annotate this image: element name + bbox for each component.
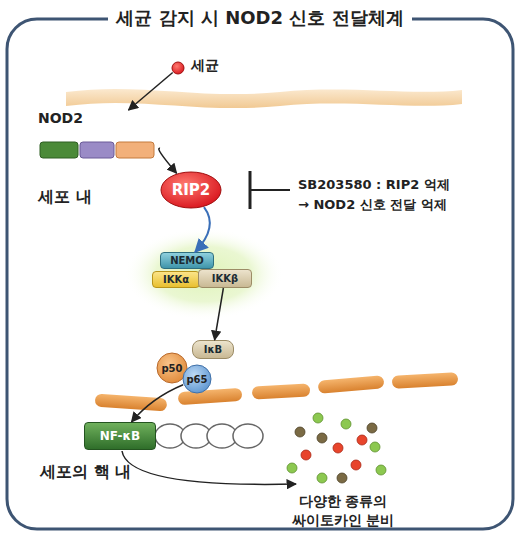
connector-arrow: [195, 207, 210, 252]
inhibitor-line: [250, 189, 290, 191]
diagram-title: 세균 감지 시 NOD2 신호 전달체계: [108, 7, 411, 28]
nod2-domain: [116, 142, 154, 158]
nuclear-membrane: [95, 372, 459, 411]
node-label: IKKα: [163, 274, 189, 285]
node-label: p65: [186, 374, 207, 385]
shape-fill: [183, 365, 211, 393]
protein-box: IKKβ: [198, 269, 252, 288]
connector-arrow: [129, 73, 173, 111]
ikk-glow: [124, 228, 284, 320]
node-label: NF-κB: [100, 429, 141, 443]
node-label: IKKβ: [212, 273, 238, 284]
node-label: 세균: [191, 57, 219, 75]
protein-box: IκB: [192, 340, 234, 359]
transcription-factor-box: NF-κB: [84, 422, 156, 450]
cell-membrane: [66, 89, 462, 108]
connector-arrow: [132, 385, 184, 422]
connector-arrow: [215, 288, 224, 340]
shape-outline: [171, 61, 185, 75]
protein-circle: p65: [182, 364, 212, 394]
node-label: IκB: [204, 344, 222, 355]
frame: [7, 19, 513, 529]
connector-arrow: [159, 148, 177, 173]
inhibitor-note: SB203580 : RIP2 억제: [298, 176, 450, 194]
kinase-ellipse: RIP2: [160, 171, 222, 209]
output-note: 싸이토카인 분비: [263, 512, 423, 530]
nod2-domain: [40, 142, 78, 158]
secretion-arrow: [122, 451, 296, 484]
cytokine-dots: [287, 413, 386, 483]
protein-box: NEMO: [160, 252, 214, 269]
node-label: NEMO: [170, 255, 204, 266]
inhibitor-note: → NOD2 신호 전달 억제: [298, 196, 447, 214]
node-label: NOD2: [38, 110, 83, 126]
dna-loops: [155, 424, 263, 448]
shape-fill: [157, 353, 187, 383]
region-label: 세포 내: [38, 187, 92, 208]
shape-fill: [161, 172, 221, 208]
node-label: p50: [161, 363, 182, 374]
region-label: 세포의 핵 내: [40, 462, 131, 483]
protein-box: IKKα: [152, 271, 200, 288]
bacterium: 세균: [171, 61, 185, 75]
shape-fill: [172, 62, 184, 74]
node-label: RIP2: [172, 181, 211, 199]
receptor-nod2: NOD2: [38, 110, 160, 160]
title-bar: 세균 감지 시 NOD2 신호 전달체계: [0, 6, 520, 30]
output-note: 다양한 종류의: [263, 493, 423, 511]
nod2-domain: [80, 142, 114, 158]
